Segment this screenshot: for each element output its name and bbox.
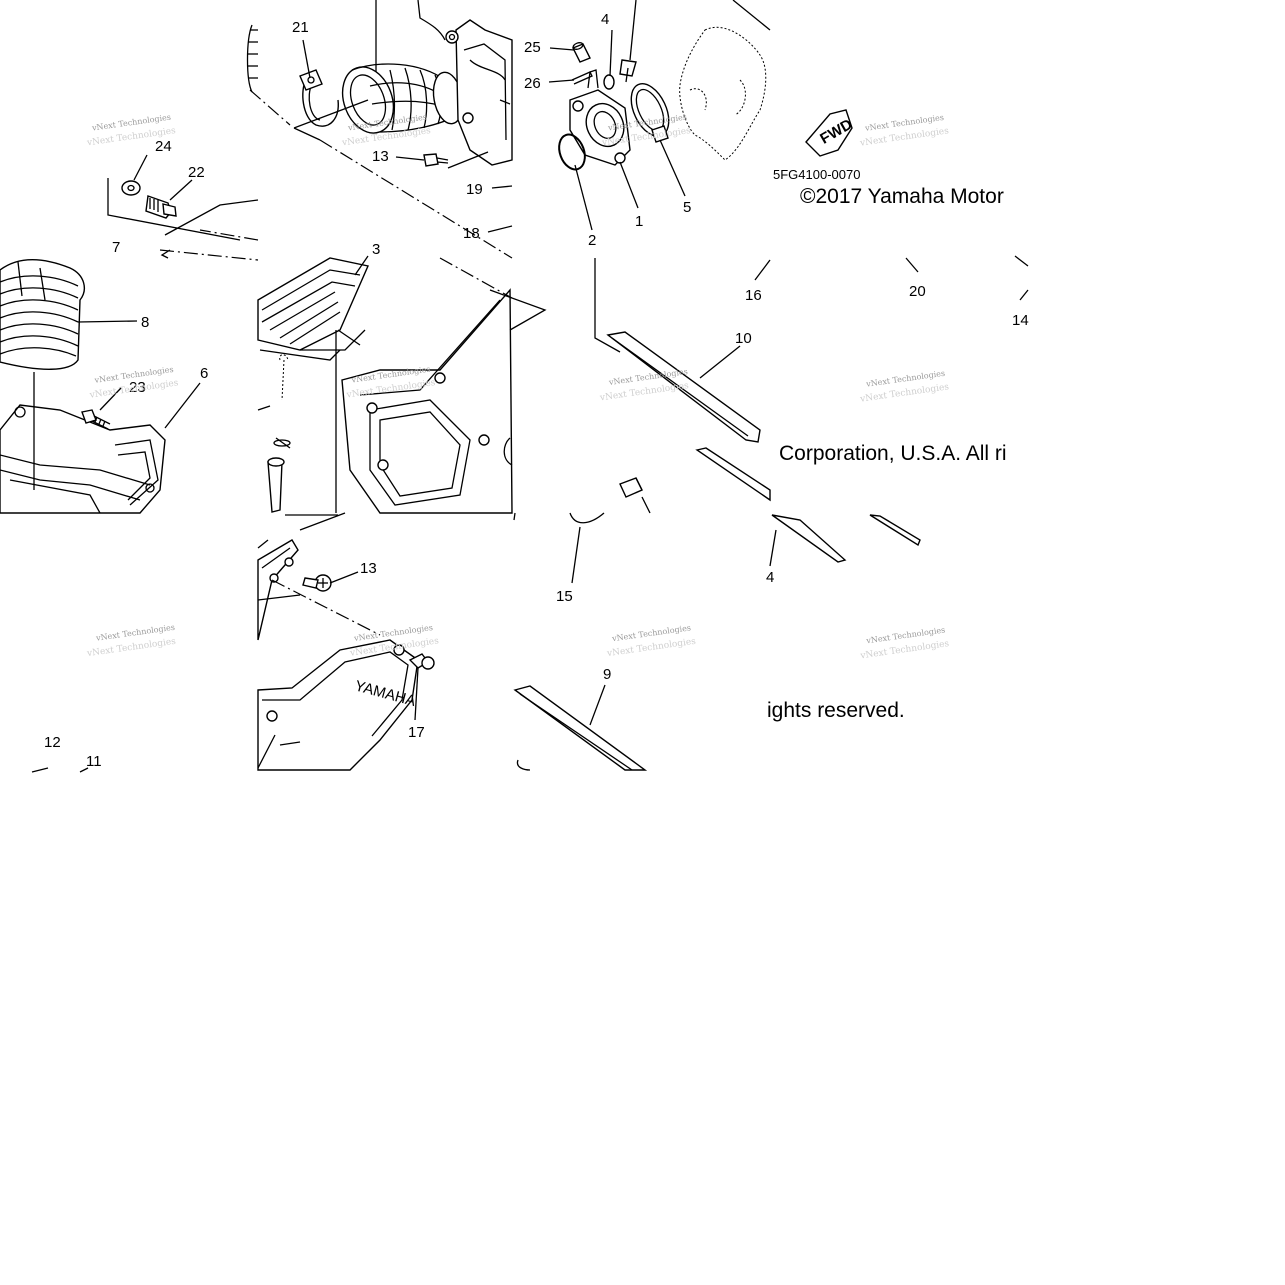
washer-bolt-24 xyxy=(121,180,141,196)
tile-top-middle xyxy=(159,0,513,261)
air-duct-bellows-part xyxy=(0,259,86,370)
screw-4 xyxy=(619,59,637,83)
airbox-body-part xyxy=(341,288,513,514)
callout-13-top: 13 xyxy=(372,148,389,165)
callout-12: 12 xyxy=(44,734,61,751)
callout-8: 8 xyxy=(141,314,149,331)
tile-top-right: FWD xyxy=(548,0,1029,301)
callout-26: 26 xyxy=(524,75,541,92)
clamp-21 xyxy=(299,69,339,127)
callout-10: 10 xyxy=(735,330,752,347)
clamp-5 xyxy=(630,83,670,143)
o-ring-2 xyxy=(558,133,586,171)
callout-7: 7 xyxy=(112,239,120,256)
carb-joint-part xyxy=(569,69,631,166)
callout-6: 6 xyxy=(200,365,208,382)
callout-23: 23 xyxy=(129,379,146,396)
callout-18: 18 xyxy=(463,225,480,242)
copyright-line-1: ©2017 Yamaha Motor xyxy=(800,185,1004,208)
callout-20: 20 xyxy=(909,283,926,300)
fwd-arrow-icon: FWD xyxy=(805,109,856,157)
filter-plate-10 xyxy=(606,331,761,443)
airbox-frame-lower-part xyxy=(257,539,301,641)
tile-bottom-center: YAMAHA xyxy=(257,512,435,771)
callout-5: 5 xyxy=(683,199,691,216)
callout-17: 17 xyxy=(408,724,425,741)
callout-9: 9 xyxy=(603,666,611,683)
drawing-code: 5FG4100-0070 xyxy=(773,167,860,182)
tile-top-left xyxy=(0,24,291,773)
callout-11: 11 xyxy=(86,753,102,770)
tile-middle-right xyxy=(513,258,921,584)
clip-26 xyxy=(571,71,593,85)
hose-25 xyxy=(572,42,591,63)
callout-2: 2 xyxy=(588,232,596,249)
carburetor-outline xyxy=(679,26,767,161)
washer-4 xyxy=(603,74,615,90)
callout-22: 22 xyxy=(188,164,205,181)
callout-3: 3 xyxy=(372,241,380,258)
tile-middle-center xyxy=(257,255,547,514)
callout-15: 15 xyxy=(556,588,573,605)
side-cover-part: YAMAHA xyxy=(257,639,419,771)
callout-14-right: 14 xyxy=(1012,312,1029,329)
callout-19: 19 xyxy=(466,181,483,198)
screw-13-lower xyxy=(302,574,332,592)
tile-bottom-right xyxy=(513,684,648,771)
airbox-frame-part xyxy=(417,0,513,166)
callout-16: 16 xyxy=(745,287,762,304)
callout-21: 21 xyxy=(292,19,309,36)
grommet-part xyxy=(619,477,643,498)
callout-4: 4 xyxy=(601,11,609,28)
copyright-line-3: ights reserved. xyxy=(767,699,905,722)
airbox-case-part xyxy=(0,404,166,514)
callout-13-lower: 13 xyxy=(360,560,377,577)
pin-part xyxy=(267,354,291,513)
screw-13-top xyxy=(423,153,449,167)
callout-14-lower: 4 xyxy=(766,569,774,586)
bolt-23 xyxy=(81,409,111,430)
callout-numbers: 21 24 22 7 8 23 6 12 11 13 19 18 3 4 25 … xyxy=(44,11,1029,770)
callout-1: 1 xyxy=(635,213,643,230)
callout-24: 24 xyxy=(155,138,172,155)
filter-plate-14 xyxy=(695,447,921,563)
callout-25: 25 xyxy=(524,39,541,56)
bolt-22 xyxy=(145,195,177,219)
intake-joint-part xyxy=(341,63,464,134)
copyright-line-2: Corporation, U.S.A. All ri xyxy=(779,442,1007,465)
screw-17 xyxy=(408,653,435,670)
filter-plate-9 xyxy=(513,685,648,771)
air-filter-element-part xyxy=(257,257,369,361)
